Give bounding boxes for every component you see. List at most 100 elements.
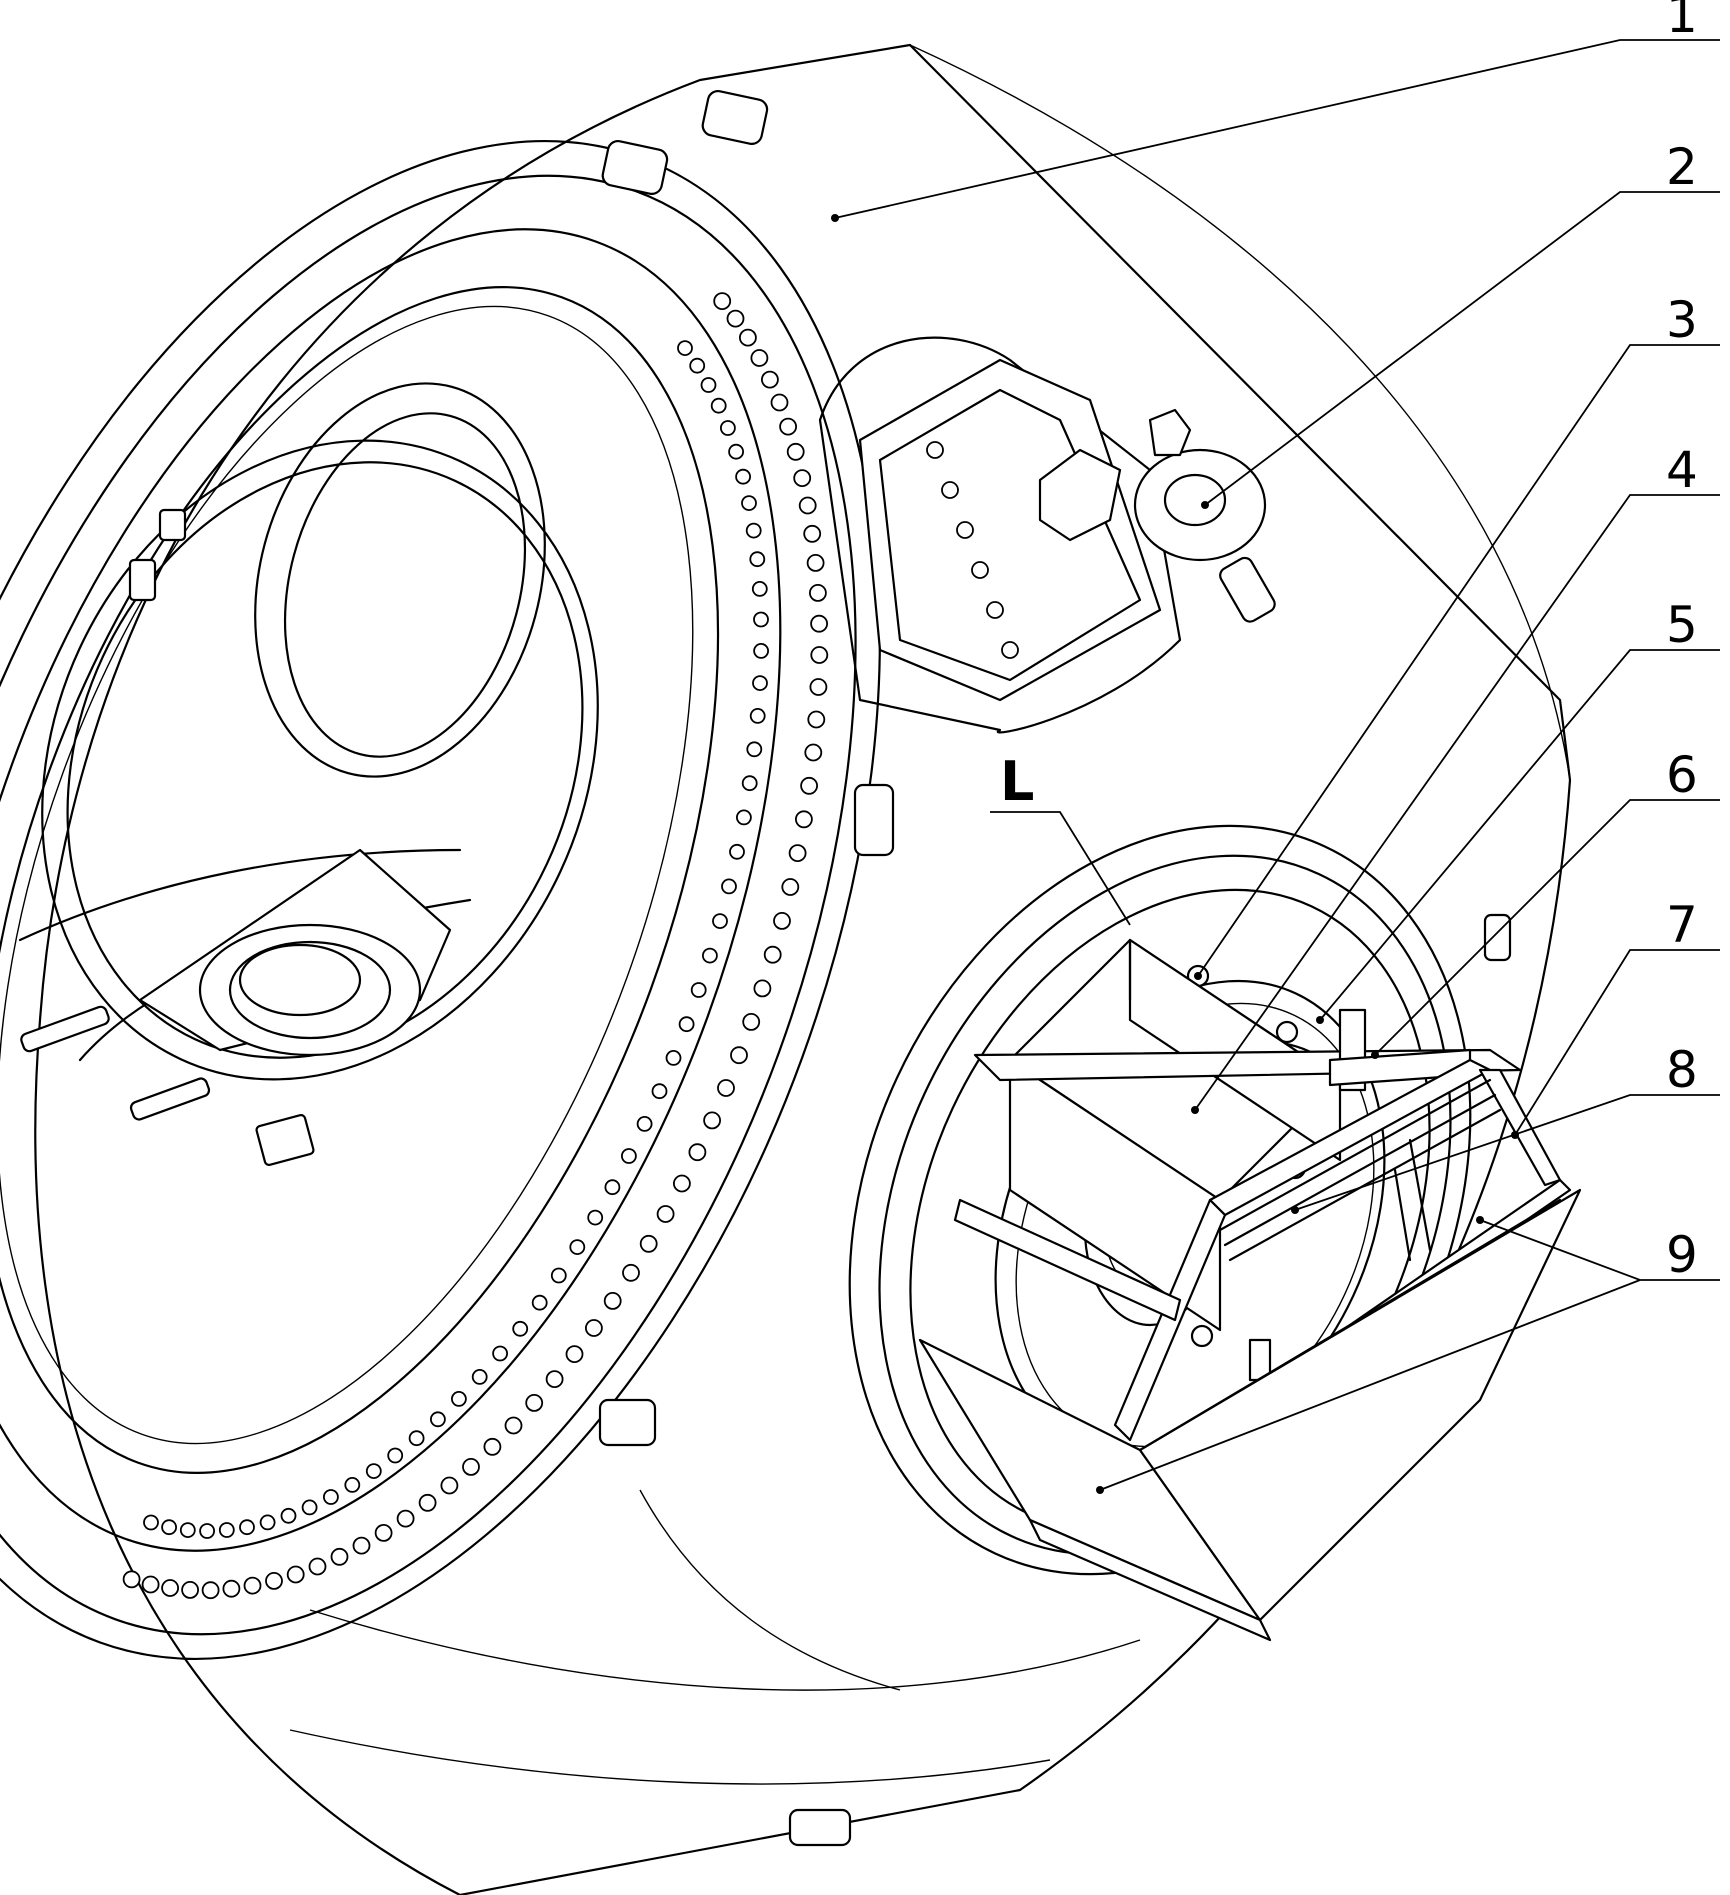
bolt-hole (742, 1013, 761, 1031)
bolt-hole (809, 678, 828, 696)
cover-box (918, 1188, 1582, 1642)
leader-8-dot (1291, 1206, 1299, 1214)
bolt-hole (651, 1083, 668, 1100)
bolt-hole (199, 1523, 216, 1539)
bolt-hole (712, 913, 728, 929)
bolt-hole (753, 643, 769, 659)
callout-4: 4 (1666, 441, 1698, 499)
callout-6: 6 (1666, 746, 1698, 804)
callout-labels: 1 2 3 4 5 6 7 8 9 L (1000, 0, 1698, 1284)
bolt-hole (749, 551, 766, 568)
bolt-hole (726, 309, 745, 328)
callout-8: 8 (1666, 1041, 1698, 1099)
leader-5-dot (1316, 1016, 1324, 1024)
leader-1 (834, 39, 1720, 219)
bolt-hole (809, 584, 827, 602)
bolt-hole (512, 1320, 529, 1337)
blade-flange (0, 140, 881, 1660)
bolt-hole (720, 420, 736, 436)
bolt-hole (688, 1143, 707, 1162)
bolt-hole (806, 554, 825, 572)
callout-7: 7 (1666, 896, 1698, 954)
bolt-hole (721, 878, 737, 895)
bolt-hole (603, 1292, 622, 1310)
bolt-hole (728, 443, 744, 460)
bolt-hole (779, 417, 797, 436)
bolt-hole (678, 1016, 695, 1033)
bolt-hole (504, 1416, 523, 1435)
bolt-hole (545, 1370, 564, 1388)
callout-1: 1 (1666, 0, 1698, 44)
bolt-hole (365, 1463, 382, 1479)
leader-5 (1319, 649, 1720, 1021)
bolt-hole (418, 1493, 437, 1512)
bolt-hole (161, 1579, 180, 1597)
leader-2-dot (1201, 501, 1209, 509)
leader-4 (1194, 494, 1720, 1111)
bolt-hole (604, 1179, 621, 1196)
leader-4-dot (1191, 1106, 1199, 1114)
leader-9a-dot (1476, 1216, 1484, 1224)
bolt-hole (729, 843, 745, 860)
bolt-hole (143, 1514, 159, 1531)
bolt-hole (800, 776, 818, 795)
bolt-hole (752, 675, 768, 691)
bolt-hole (471, 1369, 488, 1385)
bolt-hole (161, 1519, 178, 1536)
bolt-hole (396, 1509, 415, 1528)
bolt-hole (713, 292, 732, 311)
flange-bolt-holes (122, 292, 829, 1600)
bolt-hole (243, 1576, 262, 1595)
bolt-hole (750, 349, 769, 367)
bolt-hole (788, 844, 807, 862)
bolt-hole (525, 1394, 544, 1412)
leader-3 (1197, 344, 1720, 977)
bolt-hole (745, 522, 762, 539)
leader-8 (1294, 1094, 1720, 1211)
bolt-hole (795, 810, 813, 829)
bolt-hole (531, 1294, 548, 1311)
bolt-hole (265, 1572, 283, 1590)
bolt-hole (803, 524, 822, 543)
bolt-hole (569, 1239, 586, 1255)
bolt-hole (753, 979, 772, 998)
bolt-hole (308, 1557, 327, 1576)
bolt-hole (761, 370, 779, 389)
bolt-hole (746, 741, 763, 758)
bolt-hole (622, 1263, 640, 1282)
bolt-hole (786, 442, 805, 461)
bolt-hole (639, 1234, 658, 1253)
callout-5: 5 (1666, 596, 1698, 654)
bolt-hole (753, 611, 769, 628)
bolt-hole (730, 1046, 748, 1065)
bolt-hole (222, 1579, 241, 1598)
bolt-hole (689, 357, 706, 374)
bolt-hole (322, 1489, 339, 1505)
callout-L: L (1000, 750, 1034, 813)
bolt-hole (781, 878, 800, 896)
bolt-hole (741, 775, 758, 792)
callout-leaders (831, 39, 1720, 1494)
inner-opening (18, 382, 599, 1166)
bolt-hole (259, 1514, 276, 1531)
bolt-hole (804, 743, 823, 762)
bolt-hole (665, 1050, 682, 1066)
lifting-bracket (818, 336, 1267, 734)
leader-L (990, 811, 1131, 926)
bolt-hole (239, 1519, 255, 1536)
leader-2 (1204, 191, 1720, 506)
top-lugs (598, 90, 1512, 1847)
bolt-hole (344, 1477, 361, 1493)
bolt-hole (141, 1575, 160, 1594)
bolt-hole (181, 1581, 200, 1599)
leader-7 (1514, 949, 1720, 1136)
bolt-hole (492, 1345, 509, 1362)
leader-3-dot (1194, 972, 1202, 980)
bolt-hole (550, 1267, 567, 1284)
bolt-hole (286, 1565, 305, 1584)
bolt-hole (450, 1391, 467, 1407)
bolt-hole (656, 1205, 675, 1223)
bolt-hole (673, 1174, 691, 1193)
